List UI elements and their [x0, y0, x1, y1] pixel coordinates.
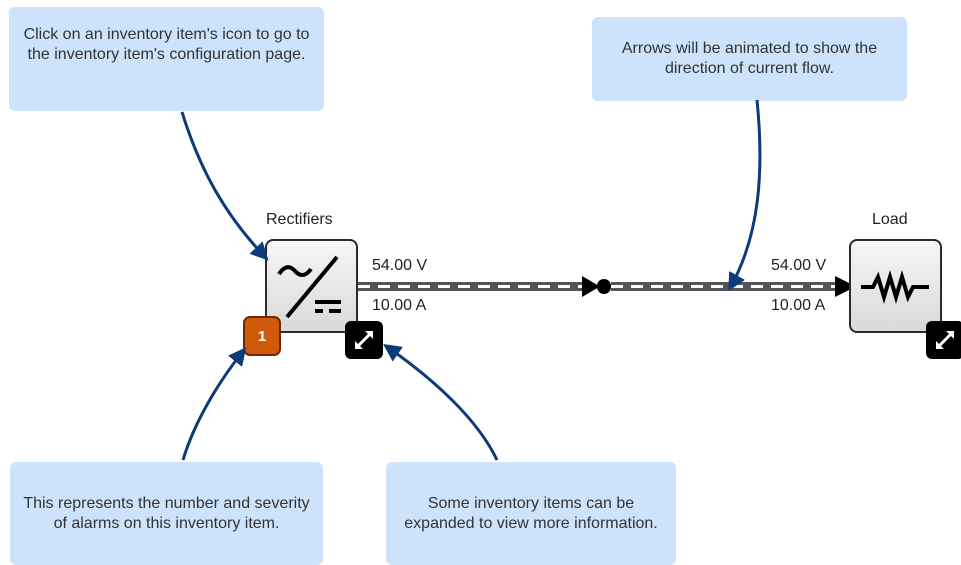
- rectifiers-voltage: 54.00 V: [372, 257, 428, 274]
- expand-arrows-icon: [936, 331, 954, 349]
- fuse-icon: [597, 279, 611, 294]
- callout-expand-text: Some inventory items can be expanded to …: [404, 494, 658, 532]
- load-current: 10.00 A: [771, 297, 826, 314]
- expand-rectifiers-button[interactable]: [345, 321, 383, 359]
- alarm-badge[interactable]: 1: [243, 316, 281, 356]
- annotation-arrow-flow: [728, 99, 762, 292]
- rectifiers-icon-button[interactable]: [265, 239, 358, 333]
- callout-arrows: Arrows will be animated to show the dire…: [592, 17, 907, 101]
- rectifiers-title: Rectifiers: [266, 211, 333, 228]
- flow-arrow-icon: [582, 276, 600, 297]
- annotation-arrow-expand: [383, 343, 499, 461]
- annotation-arrow-icon-link: [180, 111, 269, 261]
- callout-expand: Some inventory items can be expanded to …: [386, 462, 676, 565]
- wire-rectifiers-to-fuse: [358, 282, 584, 291]
- rectifiers-current: 10.00 A: [372, 297, 427, 314]
- callout-icon-link-text: Click on an inventory item's icon to go …: [23, 26, 310, 63]
- callout-alarms: This represents the number and severity …: [10, 462, 323, 565]
- callout-arrows-text: Arrows will be animated to show the dire…: [621, 40, 878, 77]
- callout-icon-link: Click on an inventory item's icon to go …: [9, 7, 324, 111]
- wire-fuse-to-load: [611, 282, 839, 291]
- callout-alarms-text: This represents the number and severity …: [23, 494, 310, 532]
- load-voltage: 54.00 V: [771, 257, 827, 274]
- resistor-icon: [861, 270, 929, 304]
- load-title: Load: [872, 211, 908, 228]
- expand-arrows-icon: [355, 331, 373, 349]
- annotation-arrow-alarm: [181, 347, 247, 461]
- rectifier-icon: [277, 255, 341, 319]
- flow-arrow-load-icon: [835, 276, 856, 297]
- load-icon-button[interactable]: [849, 239, 942, 333]
- expand-load-button[interactable]: [926, 321, 961, 359]
